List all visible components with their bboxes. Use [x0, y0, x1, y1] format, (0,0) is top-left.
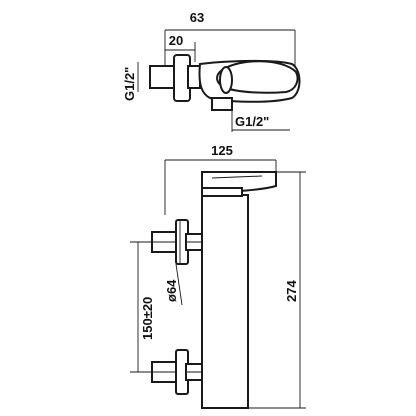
flange-nut-top [187, 65, 201, 89]
dim-label-20: 20 [169, 33, 183, 48]
dim-label-64: ø64 [164, 279, 179, 302]
lever-base-front [201, 187, 243, 197]
outlet-spout-top [211, 97, 233, 111]
dim-label-274: 274 [284, 280, 299, 302]
thread-label-inlet: G1/2" [122, 67, 137, 101]
lever-edge-front [211, 175, 263, 179]
lever-hub-top [219, 66, 233, 94]
inlet-pipe [149, 65, 177, 89]
thread-label-outlet: G1/2" [235, 114, 269, 129]
top-view: 63 20 G1/2" G1/2" [122, 10, 301, 132]
dim-label-150: 150±20 [140, 297, 155, 340]
dim-label-125: 125 [211, 143, 233, 158]
leader-64 [175, 263, 183, 306]
front-view: 125 274 150±20 ø64 [130, 143, 306, 409]
dim-label-63: 63 [190, 10, 204, 25]
mixer-body-front [201, 194, 249, 409]
